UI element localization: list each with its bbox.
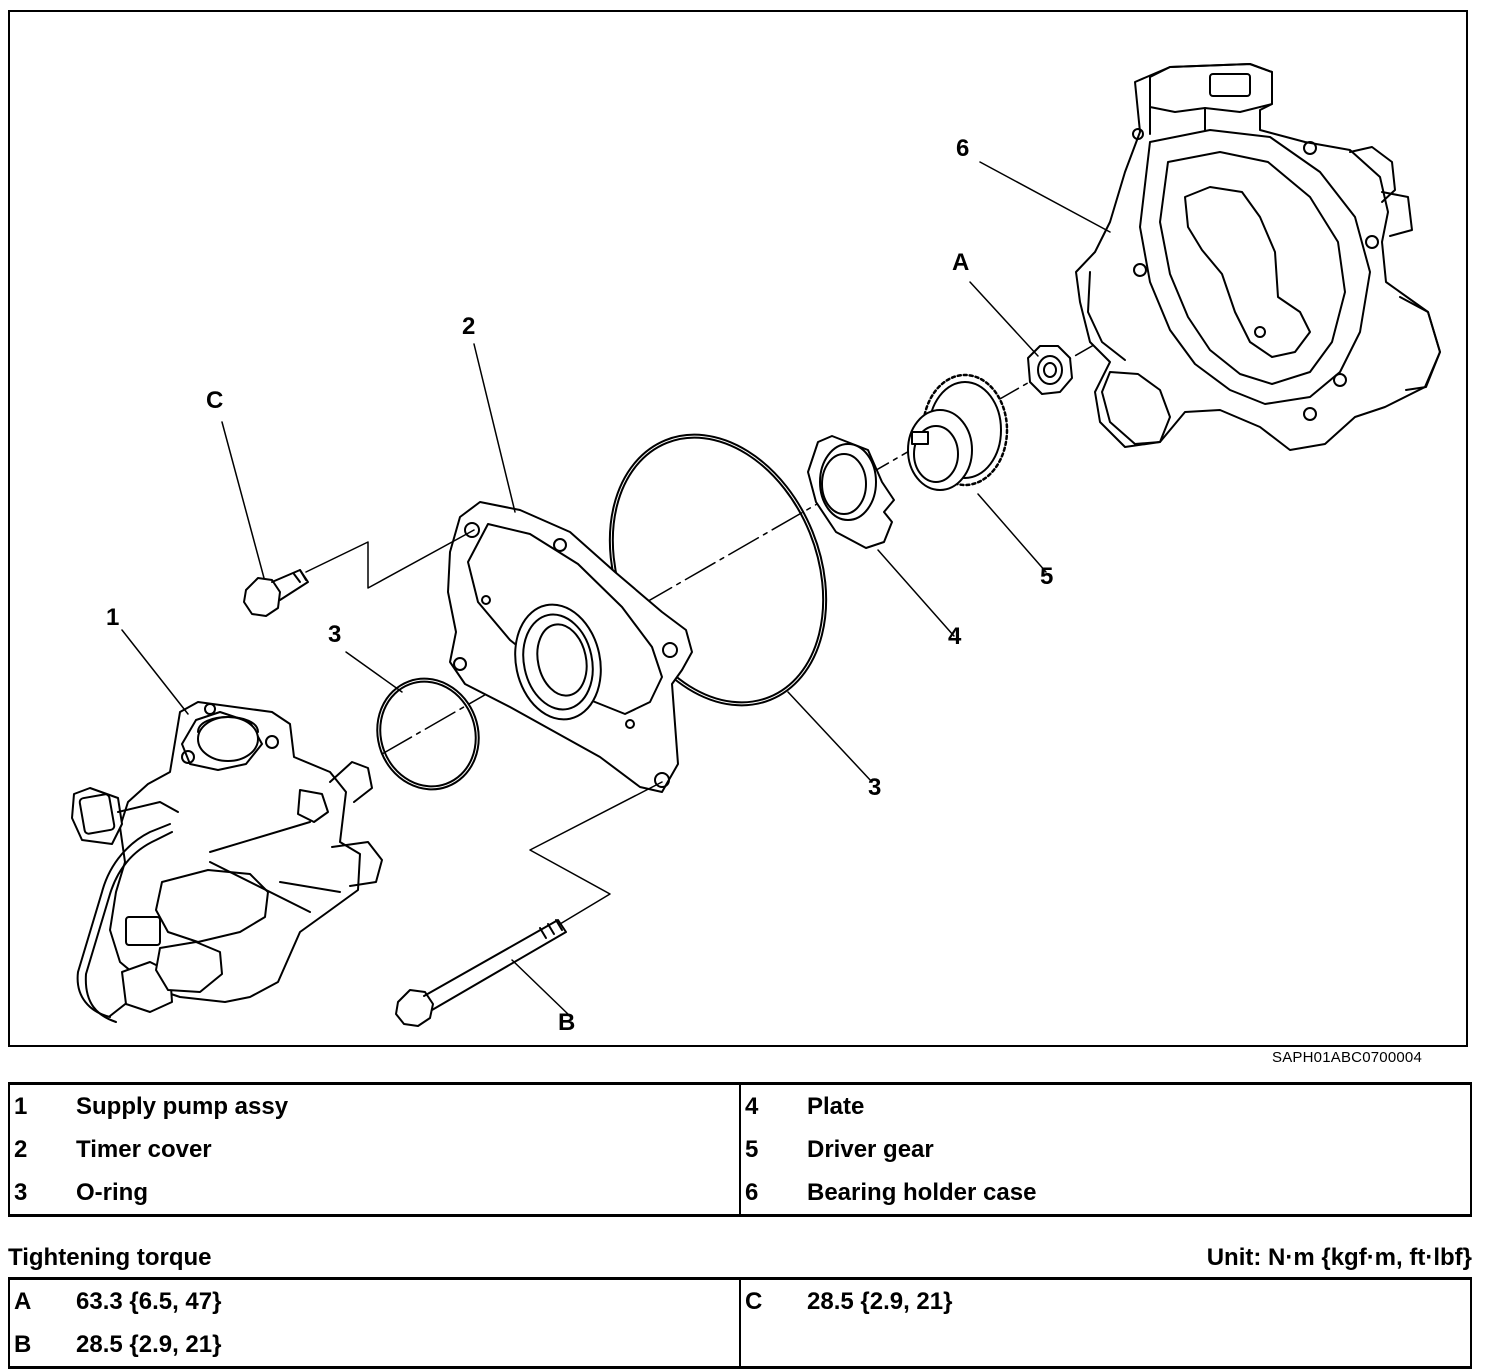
part-name: Supply pump assy <box>76 1092 289 1120</box>
callout-4: 4 <box>948 623 962 650</box>
bolt-b-drawing <box>395 919 567 1027</box>
callout-2: 2 <box>462 313 475 340</box>
callout-3-large-o-ring: 3 <box>868 774 881 801</box>
empty-cell <box>807 1323 1471 1368</box>
bolt-c-drawing <box>243 569 309 617</box>
part-number: 5 <box>739 1128 807 1171</box>
part-number: 1 <box>14 1092 28 1120</box>
table-row: 1 Supply pump assy 4 Plate <box>9 1083 1471 1128</box>
part-name: Plate <box>807 1092 865 1120</box>
nut-a-drawing <box>1027 345 1073 395</box>
torque-header: Tightening torque Unit: N·m {kgf·m, ft·l… <box>8 1244 1472 1274</box>
callout-5: 5 <box>1040 563 1053 590</box>
table-row: 2 Timer cover 5 Driver gear <box>9 1128 1471 1171</box>
timer-cover-drawing <box>447 501 693 793</box>
callout-3-small-o-ring: 3 <box>328 621 341 648</box>
part-number: 2 <box>14 1135 28 1163</box>
callout-1: 1 <box>106 604 119 631</box>
figure-code: SAPH01ABC0700004 <box>1272 1049 1422 1066</box>
torque-key: C <box>739 1278 807 1323</box>
part-number: 6 <box>739 1171 807 1216</box>
torque-key: A <box>14 1287 32 1315</box>
table-row: 3 O-ring 6 Bearing holder case <box>9 1171 1471 1216</box>
part-name: O-ring <box>76 1178 148 1206</box>
torque-value: 28.5 {2.9, 21} <box>76 1330 222 1358</box>
empty-cell <box>739 1323 807 1368</box>
torque-value: 63.3 {6.5, 47} <box>76 1287 222 1315</box>
torque-key: B <box>14 1330 32 1358</box>
o-ring-small-drawing <box>376 677 480 791</box>
part-name: Driver gear <box>807 1135 934 1163</box>
torque-table: A 63.3 {6.5, 47} C 28.5 {2.9, 21} B 28.5… <box>8 1277 1472 1369</box>
part-name: Bearing holder case <box>807 1178 1037 1206</box>
callout-b: B <box>558 1009 575 1036</box>
axis-line-bolt-b <box>529 781 663 925</box>
parts-legend-table: 1 Supply pump assy 4 Plate 2 Timer cover… <box>8 1082 1472 1217</box>
torque-unit: Unit: N·m {kgf·m, ft·lbf} <box>1206 1244 1472 1271</box>
bearing-holder-case-drawing <box>1075 63 1441 451</box>
plate-drawing <box>807 435 895 549</box>
leader-lines <box>121 161 1111 1017</box>
supply-pump-assy-drawing <box>71 701 383 1023</box>
part-name: Timer cover <box>76 1135 212 1163</box>
driver-gear-drawing <box>907 373 1009 491</box>
axis-line-bolt-c <box>305 529 475 589</box>
torque-value: 28.5 {2.9, 21} <box>807 1287 953 1315</box>
table-row: A 63.3 {6.5, 47} C 28.5 {2.9, 21} <box>9 1278 1471 1323</box>
callout-6: 6 <box>956 135 969 162</box>
exploded-view-drawing: 1 2 3 3 4 5 6 A B C <box>71 63 1441 1036</box>
callout-c: C <box>206 387 223 414</box>
part-number: 3 <box>14 1178 28 1206</box>
exploded-view-figure: 1 2 3 3 4 5 6 A B C <box>8 10 1468 1047</box>
callout-a: A <box>952 249 969 276</box>
table-row: B 28.5 {2.9, 21} <box>9 1323 1471 1368</box>
torque-title: Tightening torque <box>8 1244 212 1271</box>
part-number: 4 <box>739 1083 807 1128</box>
